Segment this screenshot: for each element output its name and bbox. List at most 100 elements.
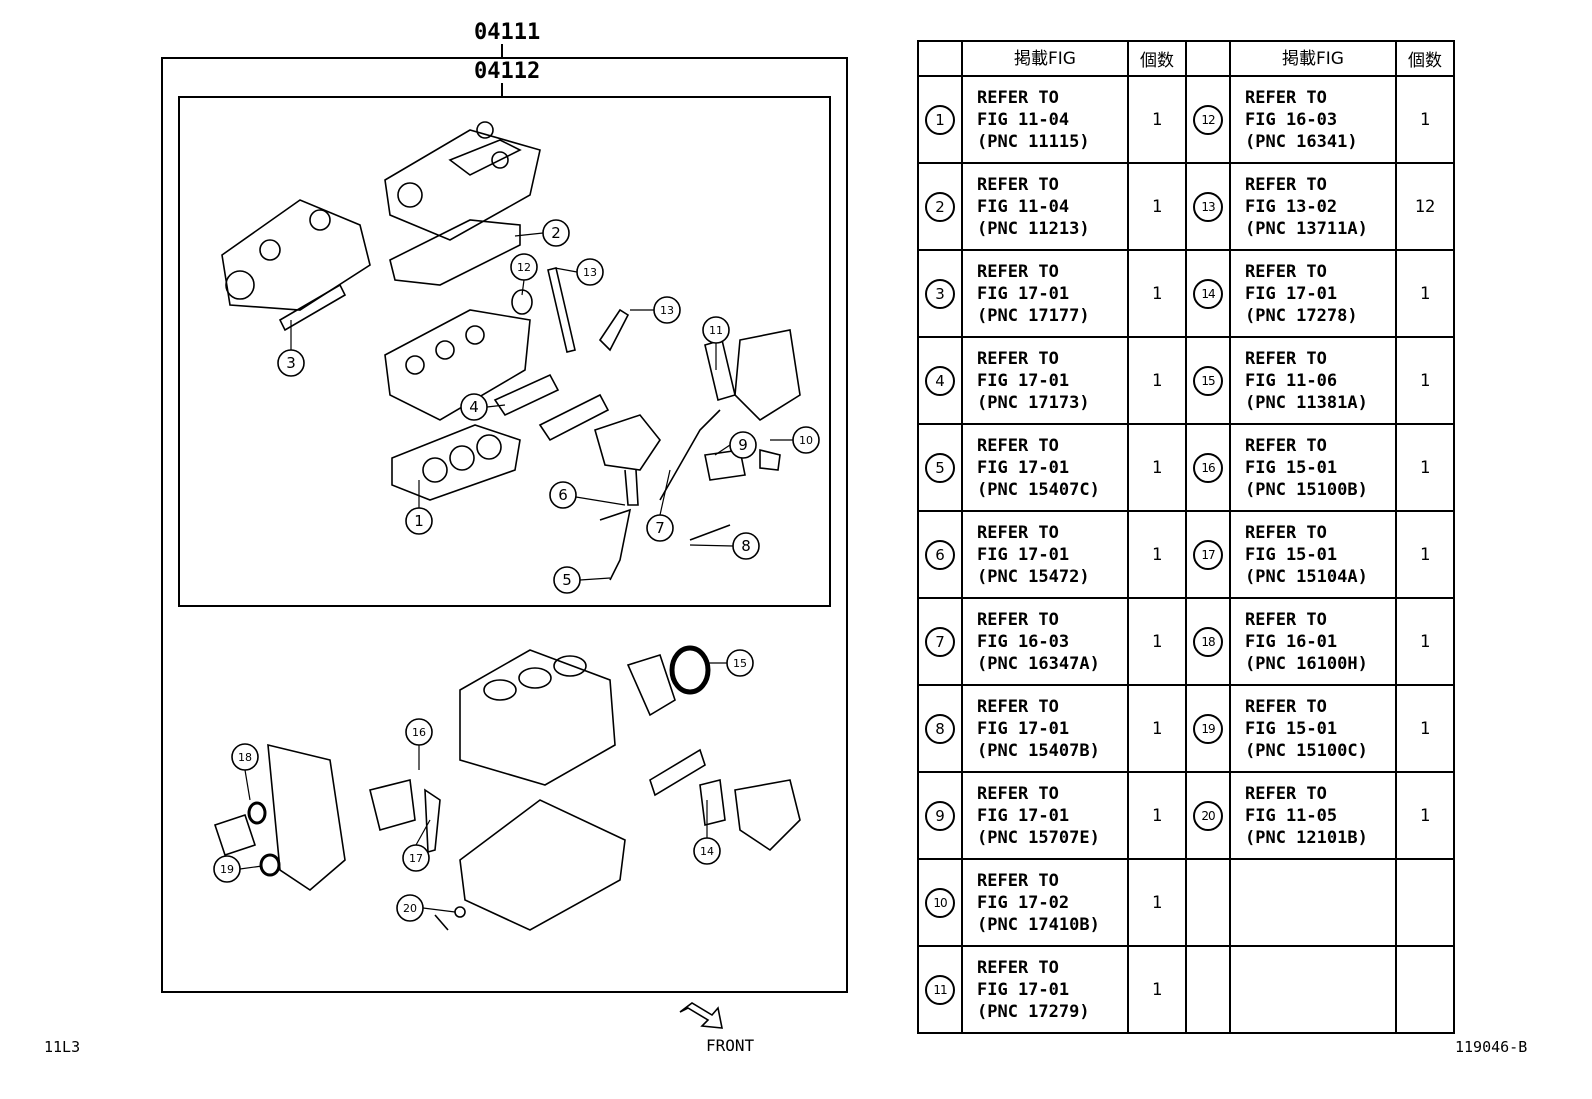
fig-reference-cell: REFER TO FIG 17-01 (PNC 17278) (1229, 249, 1397, 338)
fig-reference-cell: REFER TO FIG 17-01 (PNC 15407B) (961, 684, 1129, 773)
quantity-cell (1395, 858, 1455, 947)
header-blank (1185, 40, 1231, 77)
svg-text:4: 4 (469, 398, 479, 416)
row-number-marker: 3 (925, 278, 955, 309)
intake-manifold (221, 199, 371, 311)
svg-text:5: 5 (562, 571, 572, 589)
svg-text:3: 3 (286, 354, 296, 372)
quantity-cell: 1 (1127, 75, 1187, 164)
callout-markers: 1 2 3 4 5 6 7 8 9 10 11 12 13 13 14 15 1… (213, 219, 820, 922)
row-number-cell: 10 (917, 858, 963, 947)
row-number-marker: 13 (1193, 191, 1223, 222)
svg-text:13: 13 (583, 266, 597, 279)
row-number-cell: 17 (1185, 510, 1231, 599)
diagram-code-left: 11L3 (44, 1038, 81, 1056)
fig-reference-cell: REFER TO FIG 17-01 (PNC 15472) (961, 510, 1129, 599)
row-number-cell: 12 (1185, 75, 1231, 164)
quantity-cell: 1 (1127, 162, 1187, 251)
row-number-cell: 20 (1185, 771, 1231, 860)
svg-text:19: 19 (220, 863, 234, 876)
row-number-cell: 3 (917, 249, 963, 338)
svg-text:12: 12 (517, 261, 531, 274)
row-number-marker: 12 (1193, 104, 1223, 135)
row-number-cell: 9 (917, 771, 963, 860)
row-number-cell: 1 (917, 75, 963, 164)
quantity-cell: 1 (1127, 684, 1187, 773)
svg-text:9: 9 (738, 436, 748, 454)
svg-text:14: 14 (700, 845, 714, 858)
row-number-cell: 16 (1185, 423, 1231, 512)
quantity-cell: 1 (1395, 423, 1455, 512)
fig-reference-cell: REFER TO FIG 16-01 (PNC 16100H) (1229, 597, 1397, 686)
quantity-cell: 1 (1395, 771, 1455, 860)
callout-13b: 13 (653, 296, 681, 324)
row-number-marker: 18 (1193, 626, 1223, 657)
quantity-cell: 1 (1127, 336, 1187, 425)
row-number-marker: 14 (1193, 278, 1223, 309)
head-gasket (391, 424, 521, 501)
row-number-marker: 4 (925, 365, 955, 396)
callout-6: 6 (549, 481, 577, 509)
fig-reference-cell: REFER TO FIG 16-03 (PNC 16341) (1229, 75, 1397, 164)
row-number-cell: 7 (917, 597, 963, 686)
fig-reference-cell: REFER TO FIG 11-05 (PNC 12101B) (1229, 771, 1397, 860)
fig-reference-cell: REFER TO FIG 11-04 (PNC 11115) (961, 75, 1129, 164)
quantity-cell: 1 (1127, 771, 1187, 860)
callout-19: 19 (213, 855, 241, 883)
quantity-cell: 12 (1395, 162, 1455, 251)
callout-20: 20 (396, 894, 424, 922)
callout-5: 5 (553, 566, 581, 594)
outer-kit-code: 04111 (474, 20, 541, 45)
header-fig: 掲載FIG (1229, 40, 1397, 77)
header-blank (917, 40, 963, 77)
callout-8: 8 (732, 532, 760, 560)
header-fig: 掲載FIG (961, 40, 1129, 77)
row-number-cell: 18 (1185, 597, 1231, 686)
front-label: FRONT (706, 1036, 755, 1055)
row-number-marker: 9 (925, 800, 955, 831)
callout-16: 16 (405, 718, 433, 746)
quantity-cell: 1 (1395, 336, 1455, 425)
svg-text:18: 18 (238, 751, 252, 764)
quantity-cell: 1 (1127, 249, 1187, 338)
callout-17: 17 (402, 844, 430, 872)
fig-reference-cell: REFER TO FIG 13-02 (PNC 13711A) (1229, 162, 1397, 251)
callout-18: 18 (231, 743, 259, 771)
fig-reference-cell: REFER TO FIG 17-01 (PNC 15407C) (961, 423, 1129, 512)
fig-reference-cell: REFER TO FIG 17-01 (PNC 15707E) (961, 771, 1129, 860)
svg-text:11: 11 (709, 324, 723, 337)
row-number-cell: 6 (917, 510, 963, 599)
fig-reference-cell: REFER TO FIG 17-01 (PNC 17279) (961, 945, 1129, 1034)
callout-4: 4 (460, 393, 488, 421)
callout-7: 7 (646, 514, 674, 542)
header-qty: 個数 (1127, 40, 1187, 77)
fig-reference-cell: REFER TO FIG 15-01 (PNC 15100C) (1229, 684, 1397, 773)
quantity-cell: 1 (1395, 510, 1455, 599)
cylinder-block (459, 649, 616, 786)
fig-reference-cell: REFER TO FIG 17-01 (PNC 17173) (961, 336, 1129, 425)
row-number-cell: 5 (917, 423, 963, 512)
row-number-marker: 15 (1193, 365, 1223, 396)
head-cover-gasket (389, 219, 521, 286)
row-number-cell: 15 (1185, 336, 1231, 425)
row-number-cell: 8 (917, 684, 963, 773)
quantity-cell: 1 (1395, 249, 1455, 338)
inner-kit-frame (178, 96, 831, 607)
quantity-cell: 1 (1127, 597, 1187, 686)
row-number-marker: 20 (1193, 800, 1223, 831)
svg-text:17: 17 (409, 852, 423, 865)
quantity-cell (1395, 945, 1455, 1034)
svg-text:15: 15 (733, 657, 747, 670)
svg-text:20: 20 (403, 902, 417, 915)
svg-text:7: 7 (655, 519, 665, 537)
quantity-cell: 1 (1395, 684, 1455, 773)
